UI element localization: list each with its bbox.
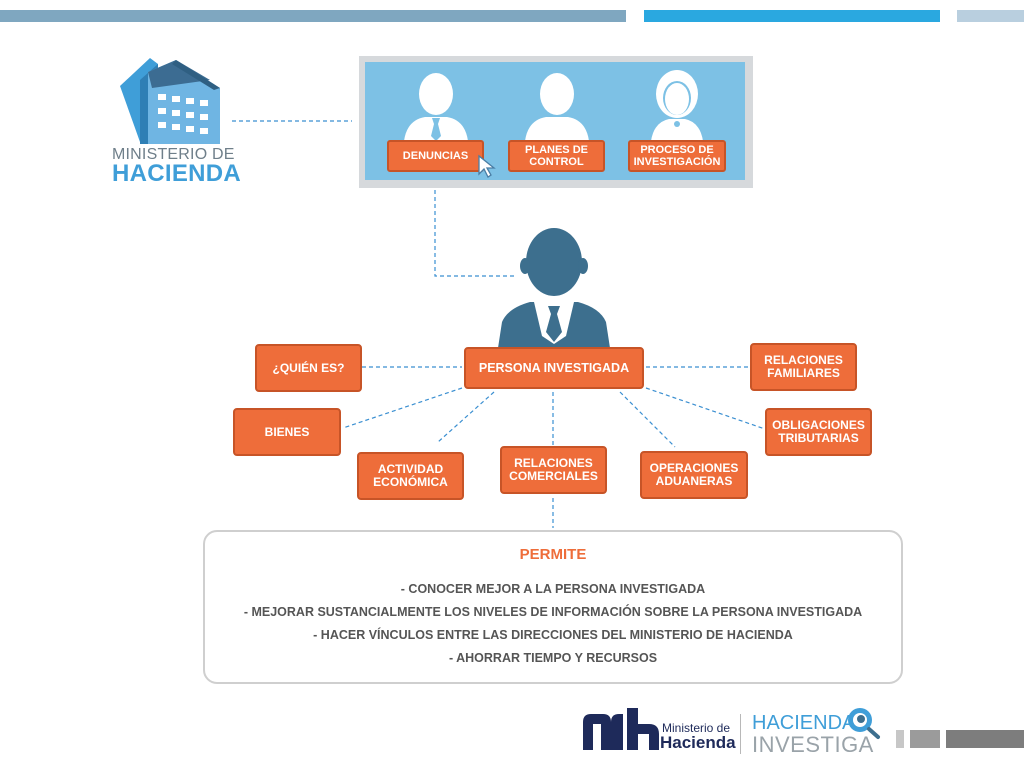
male-user-icon [404,73,468,141]
channels-panel: DENUNCIAS PLANES DE CONTROL PROCESO DE I… [359,56,753,188]
female-user-icon [651,70,703,141]
cursor-icon [478,154,496,178]
operaciones-aduaneras-node[interactable]: OPERACIONES ADUANERAS [640,451,748,499]
permite-line: - HACER VÍNCULOS ENTRE LAS DIRECCIONES D… [313,628,793,642]
panel-figures [404,70,703,141]
quien-es-node[interactable]: ¿QUIÉN ES? [255,344,362,392]
footer-bar-medium [910,730,940,748]
permite-title: PERMITE [519,546,587,563]
mh-logo-icon [583,708,659,750]
footer-ministerio-line2: Hacienda [660,733,736,752]
denuncias-button[interactable]: DENUNCIAS [387,140,484,172]
logo-line2: HACIENDA [112,160,242,187]
male-user-icon [525,73,589,141]
relaciones-familiares-node[interactable]: RELACIONES FAMILIARES [750,343,857,391]
obligaciones-tributarias-node[interactable]: OBLIGACIONES TRIBUTARIAS [765,408,872,456]
building-icon [120,58,220,144]
footer-investiga-text: INVESTIGA [752,732,874,757]
investigated-person-icon [498,228,610,348]
permite-box: PERMITE - CONOCER MEJOR A LA PERSONA INV… [203,530,903,684]
footer-bar-large [946,730,1024,748]
footer-bar-small [896,730,904,748]
proceso-investigacion-button[interactable]: PROCESO DE INVESTIGACIÓN [628,140,726,172]
actividad-economica-node[interactable]: ACTIVIDAD ECONÓMICA [357,452,464,500]
permite-line: - MEJORAR SUSTANCIALMENTE LOS NIVELES DE… [243,605,863,619]
top-bar-right [957,10,1024,22]
footer-hacienda-text: HACIENDA [752,712,856,734]
footer-divider [740,714,741,754]
bienes-node[interactable]: BIENES [233,408,341,456]
magnifier-icon [848,708,880,739]
permite-line: - AHORRAR TIEMPO Y RECURSOS [448,651,658,665]
permite-line: - CONOCER MEJOR A LA PERSONA INVESTIGADA [400,582,706,596]
persona-investigada-node[interactable]: PERSONA INVESTIGADA [464,347,644,389]
relaciones-comerciales-node[interactable]: RELACIONES COMERCIALES [500,446,607,494]
top-bar-middle [644,10,940,22]
planes-de-control-button[interactable]: PLANES DE CONTROL [508,140,605,172]
footer-ministerio-line1: Ministerio de [662,721,731,735]
top-bar-left [0,10,626,22]
logo-line1: MINISTERIO DE [112,146,235,163]
ministerio-logo [110,54,250,190]
